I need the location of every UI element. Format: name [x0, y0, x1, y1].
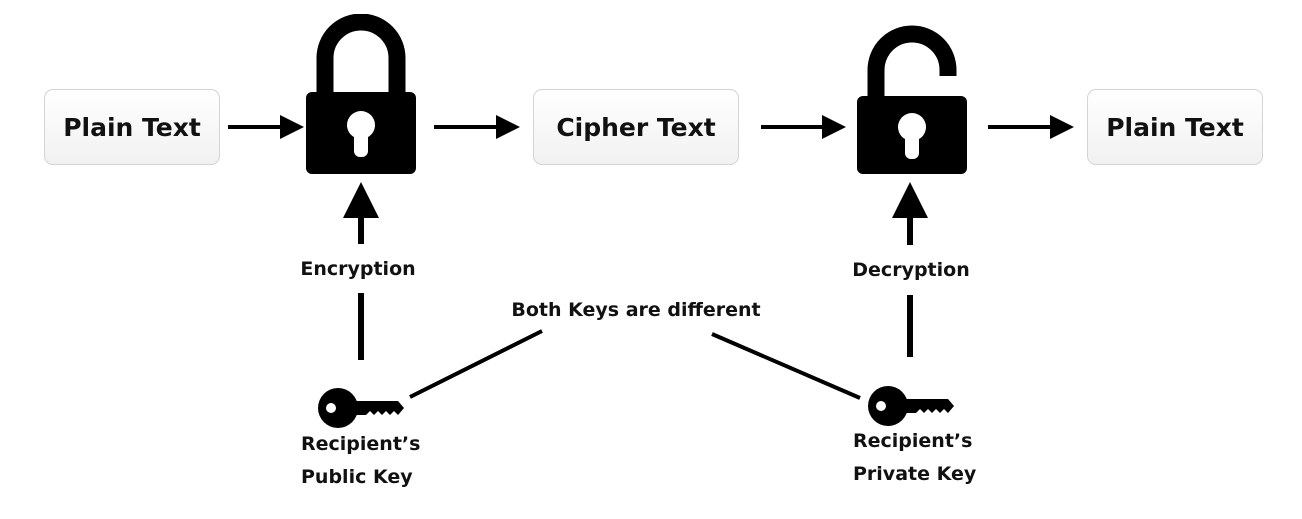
- note-line-right: [711, 332, 861, 400]
- open-padlock-icon: [857, 25, 967, 174]
- private-key-label-line2: Private Key: [853, 463, 977, 485]
- private-key-icon: [868, 386, 954, 426]
- encryption-label: Encryption: [300, 258, 416, 280]
- public-key-label-line1: Recipient’s: [301, 433, 421, 455]
- plain-text-input-box: Plain Text: [44, 89, 220, 165]
- plain-text-output-box: Plain Text: [1087, 89, 1263, 165]
- both-keys-different-note: Both Keys are different: [511, 299, 761, 321]
- public-key-icon: [318, 388, 404, 428]
- plain-text-output-label: Plain Text: [1106, 112, 1244, 142]
- note-line-left: [409, 329, 543, 399]
- public-key-label-line2: Public Key: [301, 466, 413, 488]
- cipher-text-label: Cipher Text: [556, 112, 716, 142]
- decryption-label: Decryption: [852, 259, 970, 281]
- closed-padlock-icon: [306, 14, 416, 174]
- plain-text-input-label: Plain Text: [63, 112, 201, 142]
- private-key-label-line1: Recipient’s: [853, 430, 973, 452]
- cipher-text-box: Cipher Text: [533, 89, 739, 165]
